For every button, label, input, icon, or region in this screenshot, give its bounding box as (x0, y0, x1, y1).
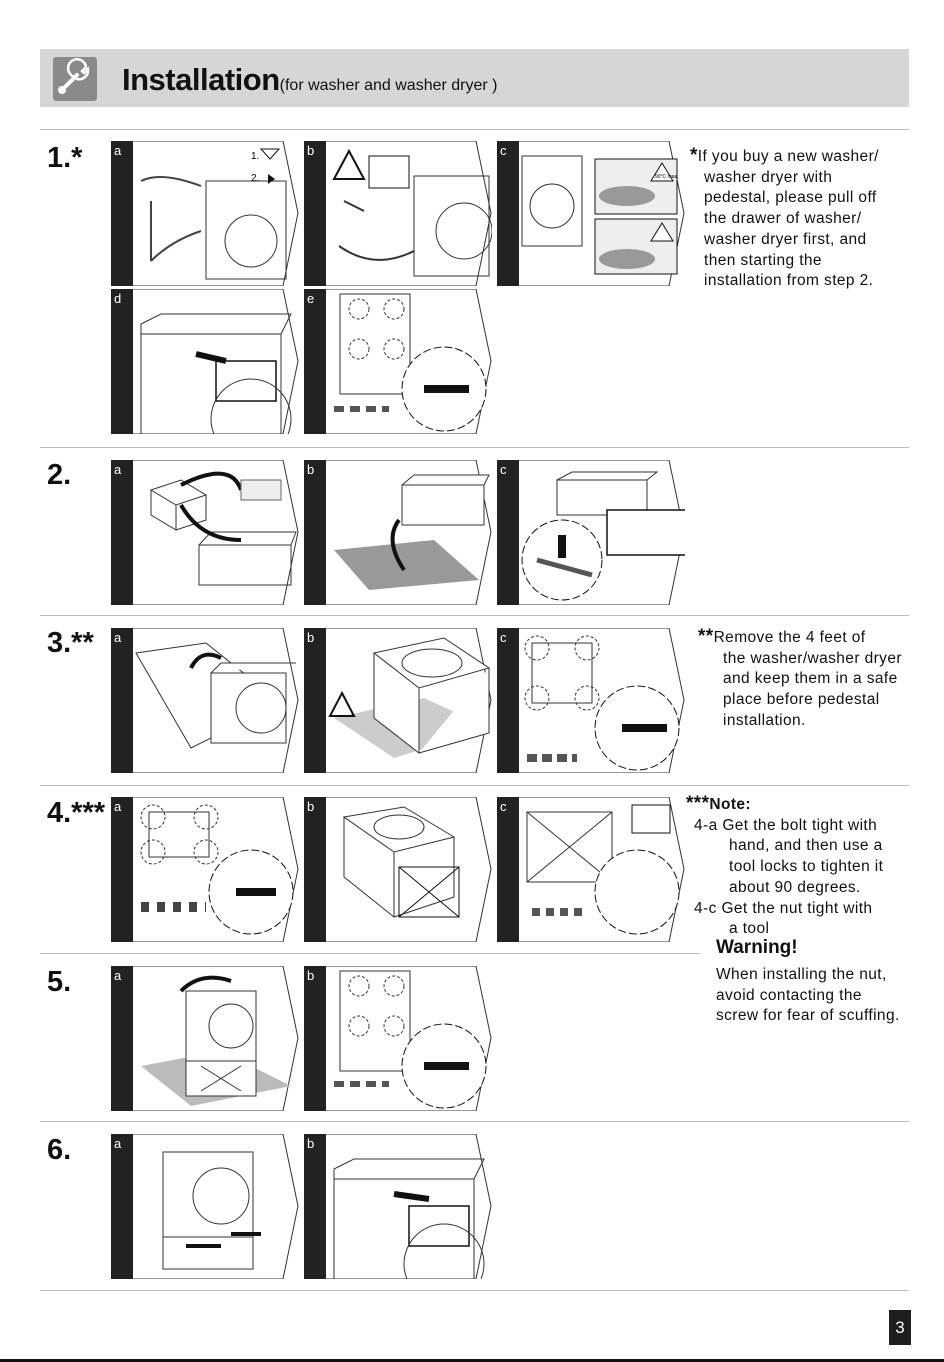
illustration-panel: b (304, 141, 492, 286)
step-number: 6. (47, 1134, 72, 1166)
divider (40, 615, 909, 616)
illustration-panel: e (304, 289, 492, 434)
note-line: installation from step 2. (704, 272, 874, 290)
wrench-icon (53, 57, 97, 101)
note-line: the washer/washer dryer (723, 649, 902, 667)
illustration-panel: b (304, 966, 492, 1111)
step-number: 1.* (47, 142, 83, 174)
step-number: 4.*** (47, 797, 106, 829)
panel-label: b (307, 462, 315, 477)
panel-label: e (307, 291, 315, 306)
note-star: * (690, 145, 698, 166)
note-line: hand, and then use a (729, 837, 883, 855)
note-line: Get the bolt tight with (722, 816, 878, 834)
note-line: installation. (723, 711, 806, 729)
panel-label: c (500, 630, 507, 645)
note-line: washer dryer first, and (704, 230, 867, 248)
illustration-panel: b (304, 1134, 492, 1279)
note-line: about 90 degrees. (729, 878, 861, 896)
note-title: Note: (709, 796, 751, 813)
divider (40, 129, 909, 130)
step1a-label-1: 1. (251, 151, 259, 162)
illustration-panel: a (111, 460, 299, 605)
illustration-panel: c (497, 628, 685, 773)
panel-label: c (500, 143, 507, 158)
panel-label: a (114, 1136, 122, 1151)
page-title: Installation(for washer and washer dryer… (122, 62, 498, 97)
warning-text: When installing the nut, avoid contactin… (716, 965, 900, 1027)
illustration-panel: a (111, 797, 299, 942)
step-number: 5. (47, 966, 72, 998)
note-remove-feet: **Remove the 4 feet of the washer/washer… (698, 626, 902, 732)
panel-label: b (307, 968, 315, 983)
panel-label: a (114, 462, 122, 477)
illustration-panel: c (497, 460, 685, 605)
illustration-panel: 1. 2. a (111, 141, 299, 286)
note-bolt-tightening: ***Note: 4-a Get the bolt tight with han… (686, 793, 884, 940)
panel-label: a (114, 143, 122, 158)
page-number: 3 (889, 1310, 911, 1345)
note-star: ** (698, 626, 714, 647)
step-number: 3.** (47, 627, 94, 659)
panel-label: d (114, 291, 122, 306)
panel-label: b (307, 1136, 315, 1151)
note-line: a tool (729, 920, 770, 938)
divider (40, 447, 909, 448)
panel-label: b (307, 799, 315, 814)
note-new-washer: *If you buy a new washer/ washer dryer w… (690, 145, 879, 292)
step1a-label-2: 2. (251, 173, 259, 184)
illustration-panel: c (497, 797, 685, 942)
section-header: Installation(for washer and washer dryer… (40, 49, 909, 107)
panel-label: a (114, 799, 122, 814)
note-line: washer dryer with (704, 168, 833, 186)
illustration-panel: a (111, 1134, 299, 1279)
panel-label: a (114, 968, 122, 983)
note-line: then starting the (704, 251, 822, 269)
divider (40, 953, 700, 954)
note-line: Get the nut tight with (721, 899, 873, 917)
illustration-panel: a (111, 966, 299, 1111)
note-item-label: 4-a (694, 816, 718, 834)
illustration-panel: 90°C max. c (497, 141, 685, 286)
note-item-label: 4-c (694, 899, 717, 917)
note-star: *** (686, 793, 710, 814)
panel-label: a (114, 630, 122, 645)
panel-label: c (500, 799, 507, 814)
temp-label: 90°C max. (655, 174, 678, 180)
illustration-panel: d (111, 289, 299, 434)
illustration-panel: b (304, 460, 492, 605)
panel-label: b (307, 143, 315, 158)
note-line: and keep them in a safe (723, 670, 898, 688)
page-subtitle: (for washer and washer dryer ) (279, 77, 498, 94)
note-line: place before pedestal (723, 691, 880, 709)
illustration-panel: b (304, 797, 492, 942)
note-line: If you buy a new washer/ (697, 148, 879, 165)
note-line: Remove the 4 feet of (713, 629, 866, 646)
panel-label: b (307, 630, 315, 645)
note-line: the drawer of washer/ (704, 210, 862, 228)
warning-title: Warning! (716, 937, 798, 958)
warning-line: screw for fear of scuffing. (716, 1007, 900, 1025)
illustration-panel: b (304, 628, 492, 773)
warning-line: When installing the nut, (716, 966, 887, 983)
note-line: tool locks to tighten it (729, 858, 884, 876)
warning-line: avoid contacting the (716, 986, 862, 1004)
divider (40, 785, 909, 786)
divider (40, 1121, 909, 1122)
panel-label: c (500, 462, 507, 477)
illustration-panel: a (111, 628, 299, 773)
bottom-border (0, 1359, 944, 1362)
divider (40, 1290, 909, 1291)
note-line: pedestal, please pull off (704, 189, 877, 207)
step-number: 2. (47, 459, 72, 491)
